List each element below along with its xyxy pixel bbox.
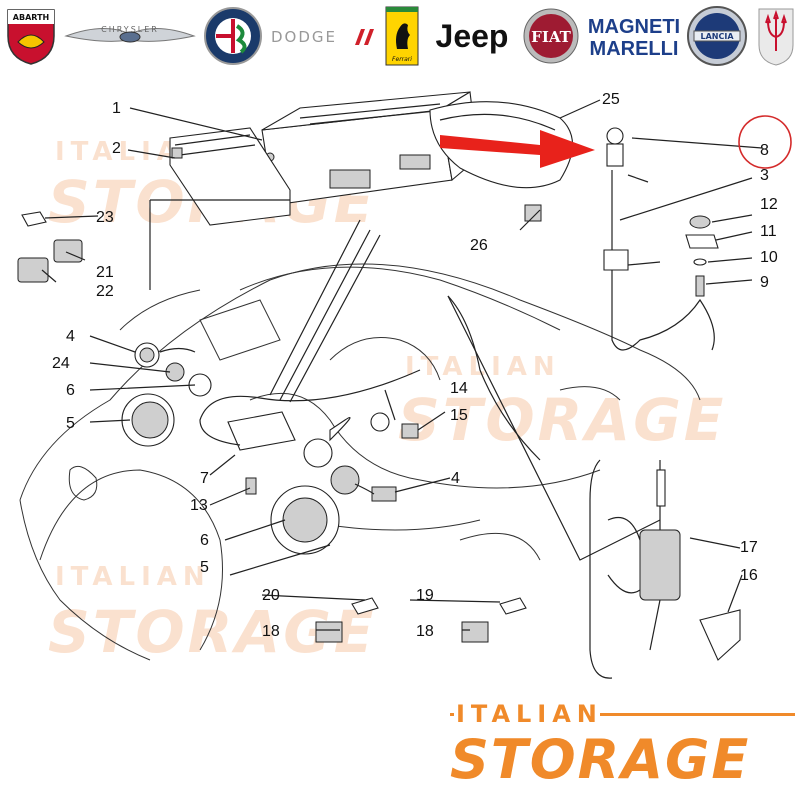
callout-7: 7 bbox=[200, 470, 209, 487]
logo-rule-right bbox=[600, 713, 795, 716]
chrysler-wings-icon: CHRYSLER bbox=[62, 4, 197, 68]
callout-26: 26 bbox=[470, 237, 488, 254]
logo-top-text: ITALIAN bbox=[456, 700, 603, 728]
callout-24: 24 bbox=[52, 355, 70, 372]
radio-cage bbox=[169, 127, 291, 226]
callout-14: 14 bbox=[450, 380, 468, 397]
powered-antenna bbox=[589, 459, 741, 679]
svg-text:Ferrari: Ferrari bbox=[392, 56, 412, 63]
svg-text:ABARTH: ABARTH bbox=[13, 13, 49, 22]
brand-logo-bar: ABARTH CHRYSLER DODGE Ferrari bbox=[0, 0, 800, 72]
logo-bottom-text: STORAGE bbox=[450, 728, 751, 791]
red-arrow-icon bbox=[440, 130, 595, 168]
svg-text:MAGNETI: MAGNETI bbox=[588, 16, 680, 38]
svg-text:STORAGE: STORAGE bbox=[398, 386, 726, 454]
svg-text:FIAT: FIAT bbox=[531, 28, 571, 46]
callout-18a: 18 bbox=[262, 623, 280, 640]
callout-6a: 6 bbox=[66, 382, 75, 399]
callout-21: 21 bbox=[96, 264, 114, 281]
svg-text:LANCIA: LANCIA bbox=[700, 32, 734, 41]
callout-10: 10 bbox=[760, 249, 778, 266]
callout-17: 17 bbox=[740, 539, 758, 556]
callout-4b: 4 bbox=[451, 470, 460, 487]
maserati-trident-icon bbox=[754, 4, 798, 68]
callout-numbers: 1 2 3 4 4 5 5 6 6 7 8 9 10 11 12 13 14 1… bbox=[52, 91, 778, 640]
callout-9: 9 bbox=[760, 274, 769, 291]
callout-23: 23 bbox=[96, 209, 114, 226]
callout-6b: 6 bbox=[200, 532, 209, 549]
callout-18b: 18 bbox=[416, 623, 434, 640]
svg-text:ITALIAN: ITALIAN bbox=[55, 562, 211, 592]
door-speaker-parts bbox=[245, 412, 419, 555]
jeep-wordmark-icon: Jeep bbox=[435, 17, 509, 54]
svg-text:MARELLI: MARELLI bbox=[589, 38, 678, 60]
small-clips bbox=[17, 211, 83, 283]
alfa-romeo-badge-icon bbox=[201, 4, 265, 68]
italian-storage-logo: ITALIAN STORAGE bbox=[450, 700, 795, 795]
callout-2: 2 bbox=[112, 140, 121, 157]
callout-5b: 5 bbox=[200, 559, 209, 576]
callout-5a: 5 bbox=[66, 415, 75, 432]
ferrari-horse-icon: Ferrari bbox=[382, 4, 422, 68]
callout-1: 1 bbox=[112, 100, 121, 117]
callout-12: 12 bbox=[760, 196, 778, 213]
callout-8: 8 bbox=[760, 142, 769, 159]
logo-rule-left bbox=[450, 713, 454, 716]
left-speaker-parts bbox=[121, 342, 212, 447]
callout-15: 15 bbox=[450, 407, 468, 424]
callout-19: 19 bbox=[416, 587, 434, 604]
svg-text:DODGE: DODGE bbox=[271, 28, 337, 46]
magneti-marelli-wordmark-icon: MAGNETI MARELLI bbox=[586, 4, 681, 68]
callout-16: 16 bbox=[740, 567, 758, 584]
callout-11: 11 bbox=[760, 223, 777, 240]
fiat-badge-icon: FIAT bbox=[522, 4, 580, 68]
callout-4a: 4 bbox=[66, 328, 75, 345]
svg-text:CHRYSLER: CHRYSLER bbox=[101, 25, 159, 34]
callout-20: 20 bbox=[262, 587, 280, 604]
leader-lines bbox=[41, 99, 763, 631]
lancia-badge-icon: LANCIA bbox=[684, 4, 750, 68]
abarth-scorpion-icon: ABARTH bbox=[2, 4, 60, 68]
highlight-circle bbox=[738, 115, 792, 169]
callout-13: 13 bbox=[190, 497, 208, 514]
callout-22: 22 bbox=[96, 283, 114, 300]
dodge-stripes-icon: DODGE bbox=[268, 4, 378, 68]
amplifier-cable bbox=[199, 369, 421, 451]
lower-connectors bbox=[315, 597, 527, 643]
callout-3: 3 bbox=[760, 167, 769, 184]
callout-25: 25 bbox=[602, 91, 620, 108]
